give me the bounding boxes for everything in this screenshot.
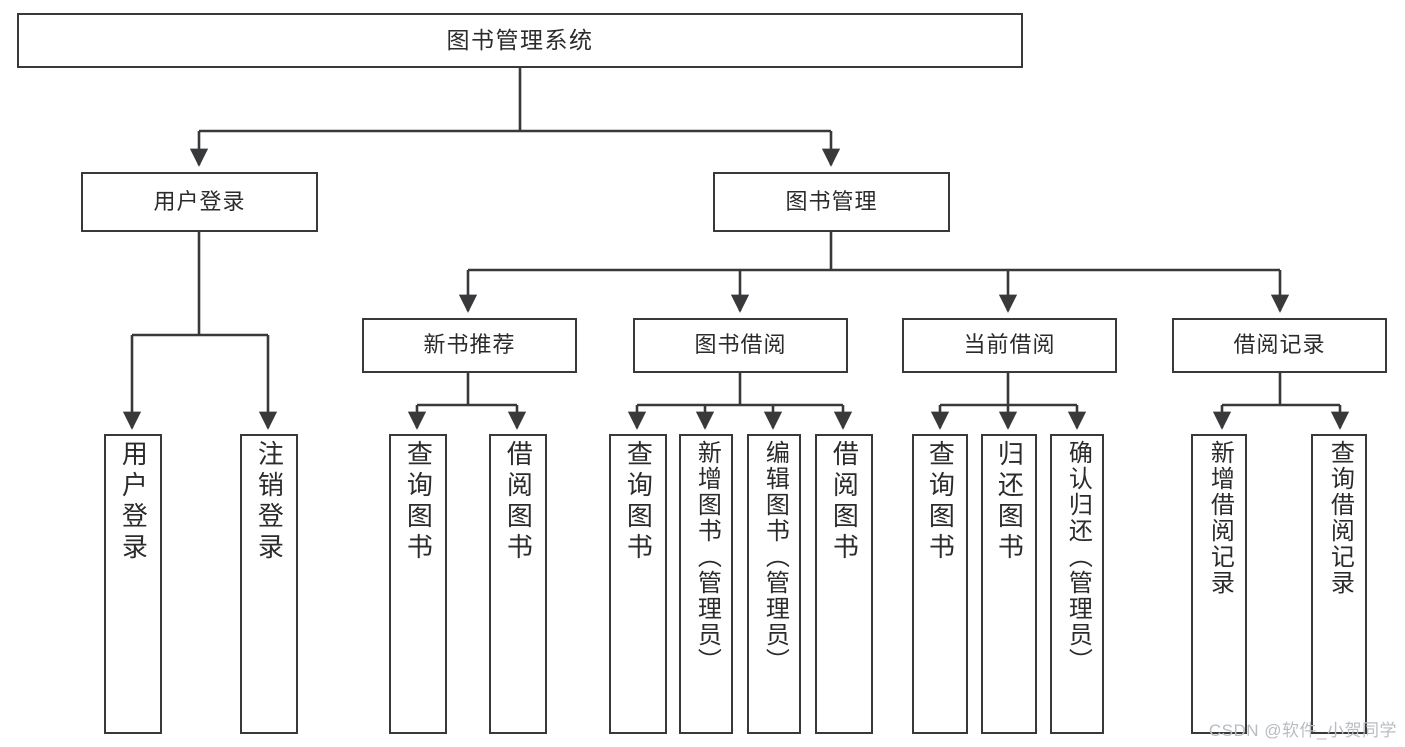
node-new-book-recommend[interactable]: 新书推荐 (362, 318, 577, 373)
node-user-login[interactable]: 用户登录 (81, 172, 318, 232)
leaf-confirm-return-admin[interactable]: 确认归还（管理员） (1050, 434, 1104, 734)
node-label: 图书管理 (785, 188, 878, 214)
node-label: 查询借阅记录 (1326, 440, 1354, 596)
node-label: 查询图书 (925, 440, 956, 564)
node-borrow-record[interactable]: 借阅记录 (1172, 318, 1387, 373)
node-root-system[interactable]: 图书管理系统 (17, 13, 1023, 68)
node-label: 注销登录 (254, 440, 285, 564)
node-label: 用户登录 (153, 188, 246, 214)
node-book-manage[interactable]: 图书管理 (713, 172, 950, 232)
leaf-query-borrow-record[interactable]: 查询借阅记录 (1311, 434, 1367, 734)
leaf-add-borrow-record[interactable]: 新增借阅记录 (1191, 434, 1247, 734)
leaf-query-book-borrow[interactable]: 查询图书 (609, 434, 667, 734)
node-label: 借阅图书 (503, 440, 534, 564)
node-label: 借阅记录 (1233, 332, 1326, 358)
node-label: 图书借阅 (694, 332, 787, 358)
node-book-borrow[interactable]: 图书借阅 (633, 318, 848, 373)
node-label: 新增借阅记录 (1206, 440, 1234, 596)
node-label: 借阅图书 (829, 440, 860, 564)
leaf-add-book-admin[interactable]: 新增图书（管理员） (679, 434, 733, 734)
leaf-logout[interactable]: 注销登录 (240, 434, 298, 734)
leaf-return-book[interactable]: 归还图书 (981, 434, 1037, 734)
leaf-query-book-recommend[interactable]: 查询图书 (389, 434, 447, 734)
node-label: 确认归还（管理员） (1064, 440, 1092, 674)
node-label: 查询图书 (623, 440, 654, 564)
leaf-borrow-book-recommend[interactable]: 借阅图书 (489, 434, 547, 734)
leaf-borrow-book[interactable]: 借阅图书 (815, 434, 873, 734)
node-label: 归还图书 (994, 440, 1025, 564)
csdn-watermark: CSDN @软件_小贺同学 (1208, 721, 1397, 740)
node-label: 新书推荐 (423, 332, 516, 358)
node-label: 图书管理系统 (446, 27, 594, 54)
node-label: 用户登录 (118, 440, 149, 564)
leaf-user-login[interactable]: 用户登录 (104, 434, 162, 734)
leaf-edit-book-admin[interactable]: 编辑图书（管理员） (747, 434, 801, 734)
node-label: 查询图书 (403, 440, 434, 564)
node-current-borrow[interactable]: 当前借阅 (902, 318, 1117, 373)
node-label: 新增图书（管理员） (693, 440, 721, 674)
node-label: 编辑图书（管理员） (761, 440, 789, 674)
node-label: 当前借阅 (963, 332, 1056, 358)
leaf-query-book-current[interactable]: 查询图书 (912, 434, 968, 734)
